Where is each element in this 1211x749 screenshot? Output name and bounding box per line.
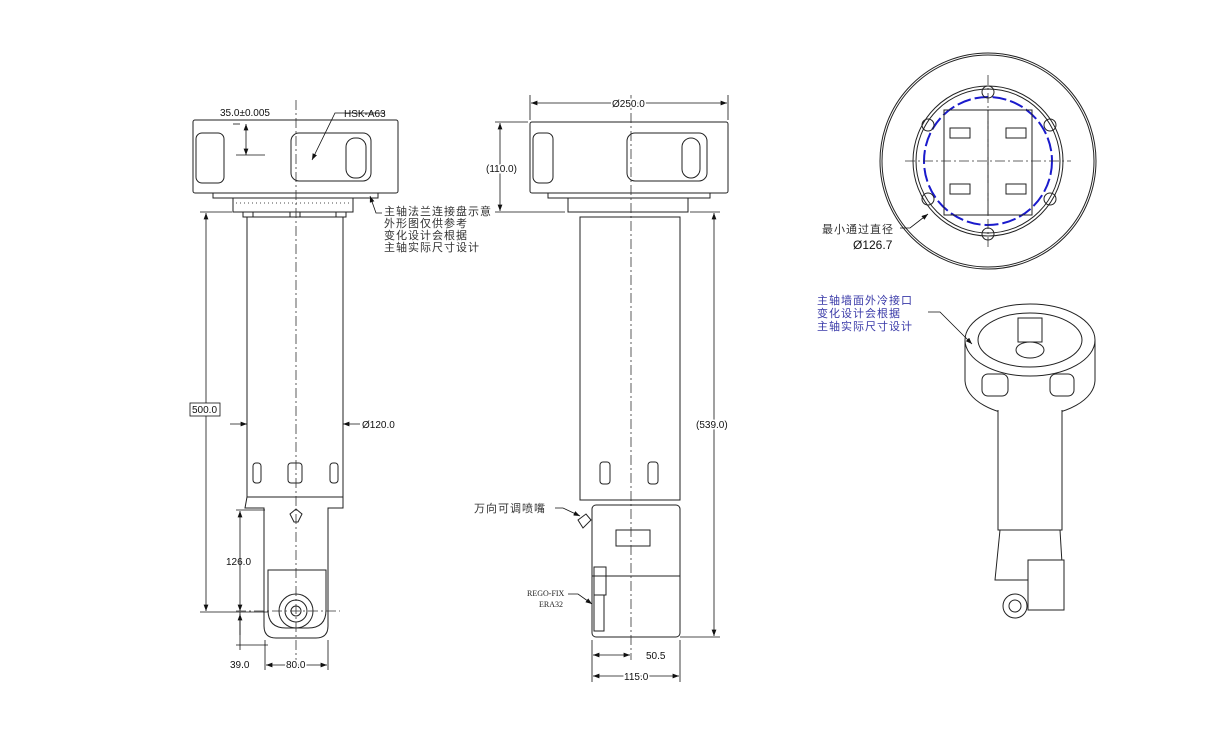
outer-diameter: Ø250.0 [612, 99, 645, 110]
collet-label: REGO-FIX [527, 589, 565, 598]
coolant-note-line: 变化设计会根据 [817, 306, 901, 320]
angle-head [244, 496, 344, 639]
head-width: 80.0 [286, 660, 306, 671]
flange-note-line: 主轴法兰连接盘示意 [384, 204, 492, 218]
side-view: Ø250.0 (110.0) (539.0) 万向可调喷嘴 REGO-FIX E… [474, 95, 729, 685]
tolerance-dim: 35.0±0.005 [220, 108, 270, 119]
length-dim: 500.0 [192, 405, 217, 416]
head-height: 126.0 [226, 557, 251, 568]
min-bore-value: Ø126.7 [853, 238, 893, 252]
offset-dim: 39.0 [230, 660, 250, 671]
head-width: 115.0 [624, 672, 649, 683]
coolant-note-line: 主轴墙面外冷接口 [817, 293, 913, 307]
flange-note-line: 外形图仅供参考 [384, 216, 468, 230]
top-view: 最小通过直径 Ø126.7 [822, 52, 1097, 270]
box-height: (110.0) [486, 164, 517, 175]
center-offset: 50.5 [646, 651, 666, 662]
tube [246, 216, 344, 498]
tube-diameter: Ø120.0 [362, 420, 395, 431]
min-bore-label: 最小通过直径 [822, 222, 894, 236]
nameplate [615, 529, 651, 547]
flange-note-line: 变化设计会根据 [384, 228, 468, 242]
angle-head [591, 504, 681, 638]
flange-note-line: 主轴实际尺寸设计 [384, 240, 480, 254]
collet-label: ERA32 [539, 600, 563, 609]
left-front-view: 35.0±0.005 HSK-A63 主轴法兰连接盘示意 外形图仅供参考 变化设… [189, 100, 492, 673]
hsk-label: HSK-A63 [344, 109, 386, 120]
nozzle-label: 万向可调喷嘴 [474, 501, 546, 515]
isometric-view: 主轴墙面外冷接口 变化设计会根据 主轴实际尺寸设计 [817, 293, 1096, 619]
scale-ring [232, 197, 354, 213]
coolant-note-line: 主轴实际尺寸设计 [817, 319, 913, 333]
window-opening [290, 132, 372, 182]
total-length: (539.0) [696, 420, 728, 431]
